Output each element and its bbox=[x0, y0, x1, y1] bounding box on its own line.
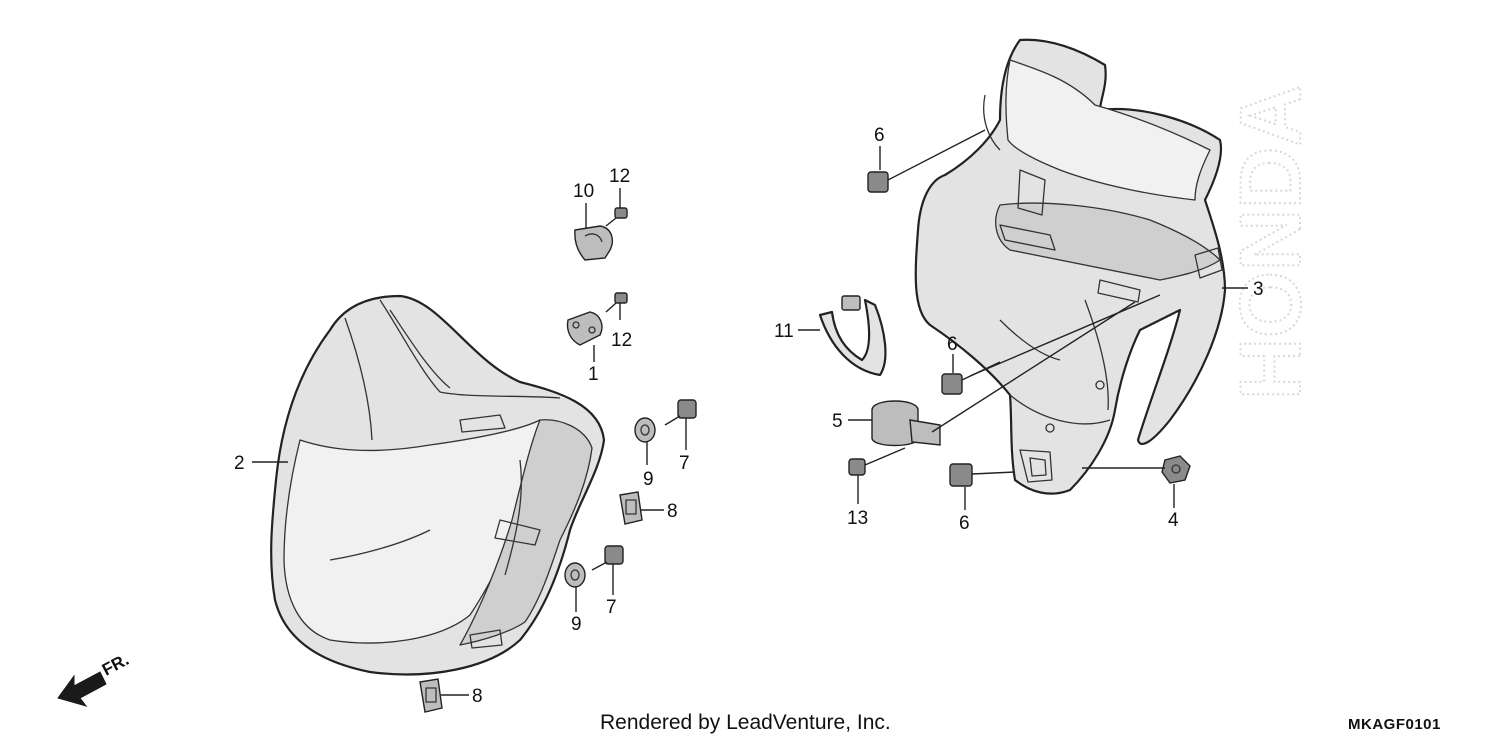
part-11-band[interactable] bbox=[818, 295, 887, 377]
part-7-bolt-lower[interactable] bbox=[591, 545, 624, 571]
part-10-clamp[interactable] bbox=[574, 225, 613, 261]
callout-7-upper: 7 bbox=[679, 453, 690, 474]
part-8-clip-nut-upper[interactable] bbox=[619, 491, 643, 525]
callout-12-lower: 12 bbox=[611, 330, 632, 351]
callout-7-lower: 7 bbox=[606, 597, 617, 618]
callout-4: 4 bbox=[1168, 510, 1179, 531]
part-4-nut[interactable] bbox=[1161, 455, 1191, 484]
callout-13: 13 bbox=[847, 508, 868, 529]
callout-8-upper: 8 bbox=[667, 501, 678, 522]
part-8-clip-nut-lower[interactable] bbox=[419, 678, 443, 713]
part-1-plate[interactable] bbox=[566, 311, 603, 346]
honda-watermark: HONDA bbox=[1222, 84, 1320, 401]
callout-leaders bbox=[252, 146, 1248, 696]
part-6-bolt-lower[interactable] bbox=[949, 463, 1016, 487]
part-9-washer-lower[interactable] bbox=[564, 562, 586, 588]
callout-12-upper: 12 bbox=[609, 166, 630, 187]
part-6-bolt-upper[interactable] bbox=[867, 129, 986, 193]
callout-8-lower: 8 bbox=[472, 686, 483, 707]
callout-11: 11 bbox=[774, 321, 794, 342]
callout-numbers: 2 3 4 5 6 6 6 7 7 8 8 9 9 10 11 12 12 1 … bbox=[234, 125, 1264, 707]
diagram-code: MKAGF0101 bbox=[1348, 716, 1441, 733]
part-7-bolt-upper[interactable] bbox=[664, 399, 697, 426]
part-5-stay[interactable] bbox=[871, 400, 941, 447]
direction-label: FR. bbox=[99, 650, 132, 680]
arrow-icon bbox=[57, 671, 107, 707]
watermark-text: HONDA bbox=[1223, 85, 1319, 400]
footer-credit: Rendered by LeadVenture, Inc. bbox=[600, 711, 891, 734]
callout-10: 10 bbox=[573, 181, 594, 202]
callout-6-middle: 6 bbox=[947, 334, 958, 355]
callout-9-lower: 9 bbox=[571, 614, 582, 635]
callout-6-upper: 6 bbox=[874, 125, 885, 146]
part-3-inner-cover[interactable] bbox=[914, 38, 1227, 495]
callout-5: 5 bbox=[832, 411, 843, 432]
callout-9-upper: 9 bbox=[643, 469, 654, 490]
callout-2: 2 bbox=[234, 453, 245, 474]
front-direction-arrow: FR. bbox=[57, 650, 132, 707]
part-9-washer-upper[interactable] bbox=[634, 417, 656, 443]
callout-6-lower: 6 bbox=[959, 513, 970, 534]
part-2-headlight-cowl[interactable] bbox=[270, 294, 606, 676]
callout-1: 1 bbox=[588, 364, 599, 385]
part-12-screw-lower[interactable] bbox=[605, 292, 628, 313]
part-12-screw-upper[interactable] bbox=[605, 207, 628, 227]
part-13-screw[interactable] bbox=[848, 447, 906, 476]
callout-3: 3 bbox=[1253, 279, 1264, 300]
